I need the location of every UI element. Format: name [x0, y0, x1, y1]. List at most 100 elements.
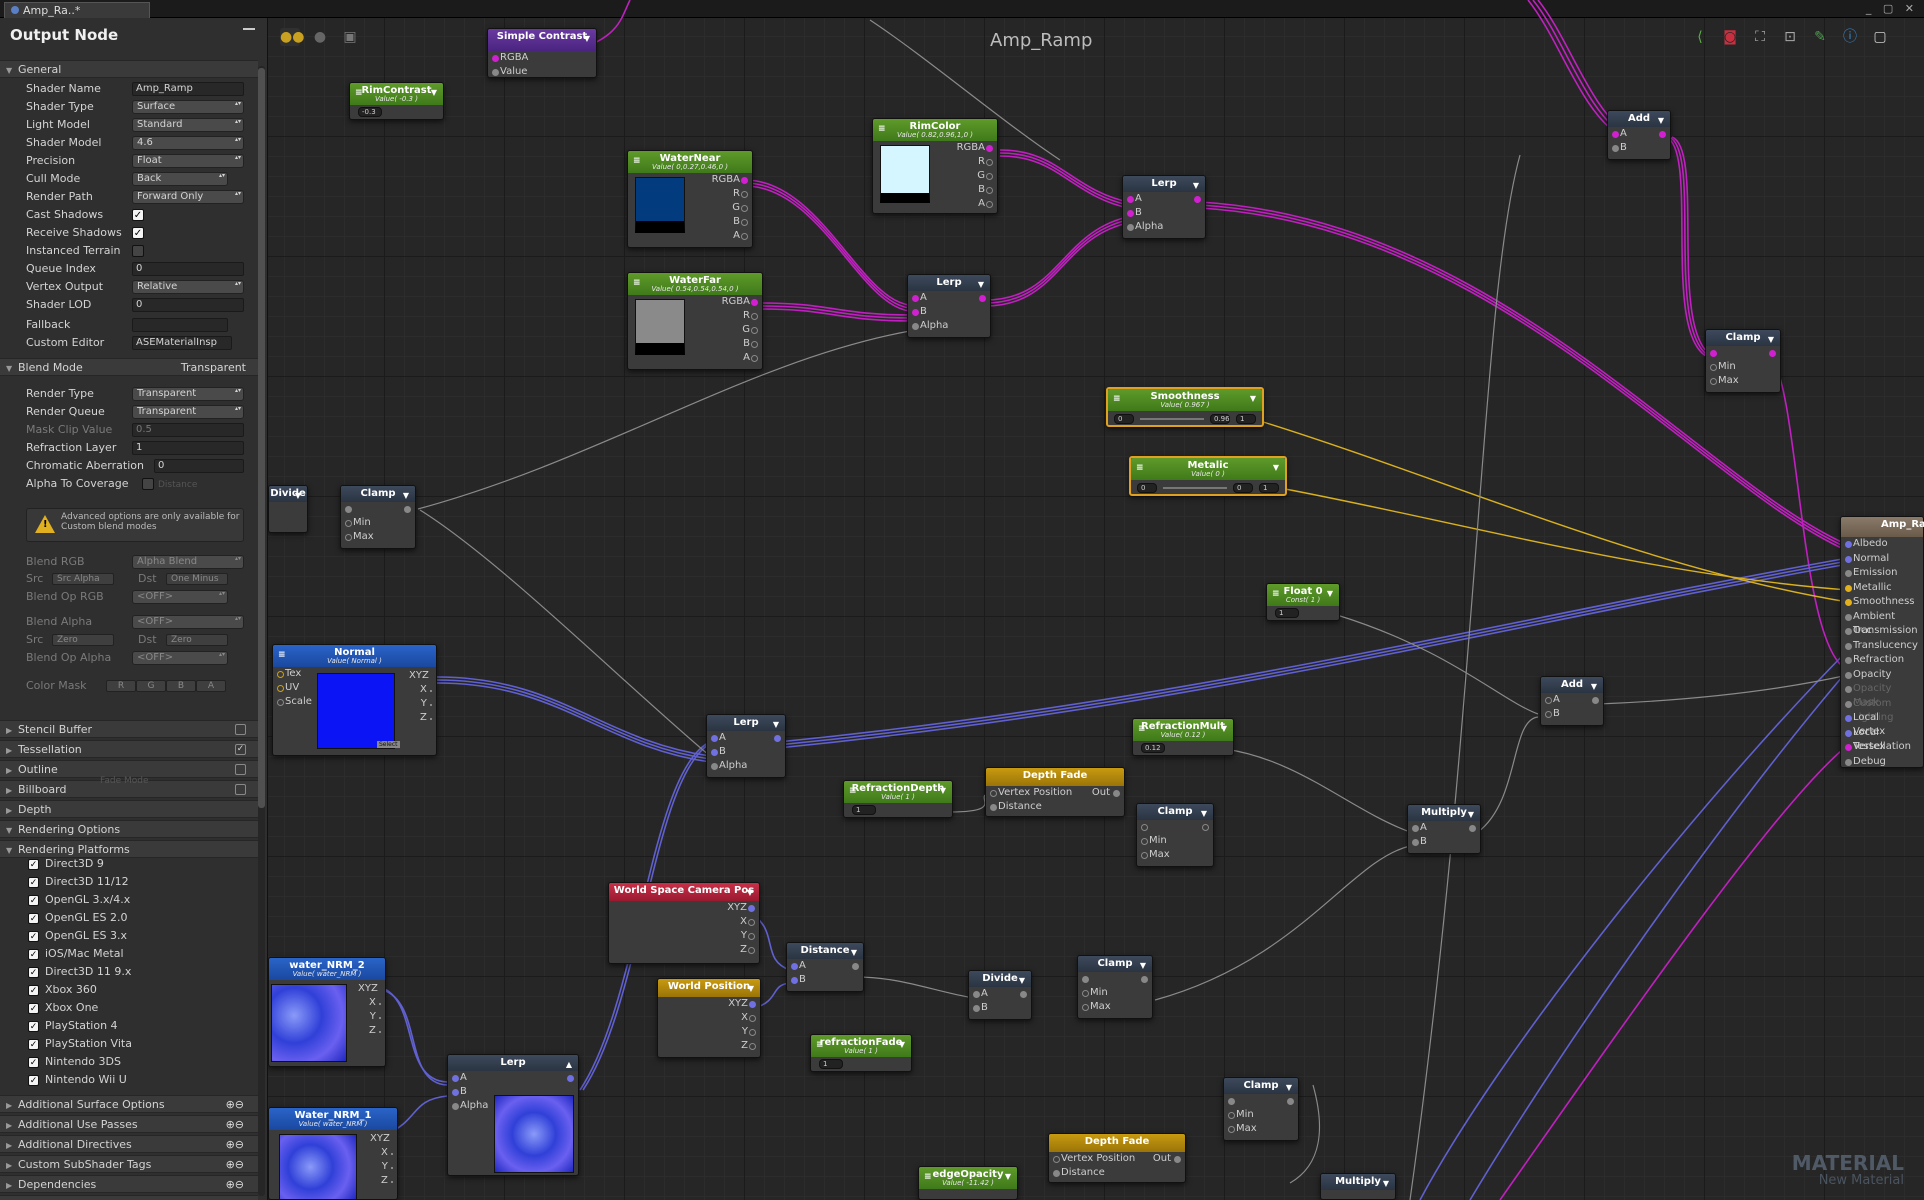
section-rendering-platforms[interactable]: ▼Rendering Platforms: [0, 840, 258, 858]
port-g[interactable]: G: [873, 169, 997, 183]
output-port-smoothness[interactable]: Smoothness: [1841, 595, 1923, 610]
max-field[interactable]: 1: [1236, 414, 1256, 424]
node-metalic[interactable]: ≡Metalic▼Value( 0 ) 0 0 1: [1129, 456, 1287, 496]
port-z[interactable]: Z: [392, 711, 432, 725]
node-lerp-normal[interactable]: Lerp▼ A B Alpha: [706, 714, 786, 778]
port-a[interactable]: A: [1123, 192, 1205, 206]
shader-lod-field[interactable]: 0: [132, 298, 244, 312]
platform-direct3d-11-12[interactable]: ✓Direct3D 11/12: [28, 874, 129, 890]
node-clamp-mid[interactable]: Clamp▼ Min Max: [1136, 803, 1214, 867]
platform-ios-mac-metal[interactable]: ✓iOS/Mac Metal: [28, 946, 124, 962]
section-billboard[interactable]: ▶Billboard: [0, 780, 258, 798]
platform-opengl-es-2-0[interactable]: ✓OpenGL ES 2.0: [28, 910, 127, 926]
port-x[interactable]: X: [658, 1011, 760, 1025]
render-type-dropdown[interactable]: Transparent: [132, 387, 244, 401]
queue-index-field[interactable]: 0: [132, 262, 244, 276]
node-refraction-mult[interactable]: ≡RefractionMult▼Value( 0.12 ) 0.12: [1132, 718, 1234, 756]
add-remove-icons[interactable]: ⊕⊖: [225, 1158, 244, 1171]
port-a[interactable]: A: [1408, 821, 1480, 835]
port-x[interactable]: X: [392, 683, 432, 697]
node-simple-contrast[interactable]: Simple Contrast▼ RGBA Value: [487, 28, 597, 78]
color-swatch[interactable]: [635, 177, 685, 233]
node-float-0[interactable]: ≡Float 0▼Const( 1 ) 1: [1266, 583, 1340, 621]
port-min[interactable]: Min: [1224, 1108, 1298, 1122]
color-mask-b[interactable]: B: [166, 680, 196, 692]
node-lerp-bottom[interactable]: Lerp▲ A B Alpha: [447, 1054, 579, 1176]
port-max[interactable]: Max: [1706, 374, 1780, 388]
chromatic-aberration-field[interactable]: 0: [154, 459, 244, 473]
port-y[interactable]: Y: [341, 1010, 381, 1024]
platform-checkbox[interactable]: ✓: [28, 894, 39, 906]
add-remove-icons[interactable]: ⊕⊖: [225, 1178, 244, 1191]
port-y[interactable]: Y: [392, 697, 432, 711]
node-add-top[interactable]: Add▼ A B: [1607, 110, 1671, 160]
node-multiply-mid[interactable]: Multiply▼ A B: [1407, 804, 1481, 854]
port-alpha[interactable]: Alpha: [908, 319, 990, 333]
info-icon[interactable]: ⓘ: [1843, 29, 1857, 45]
platform-checkbox[interactable]: ✓: [28, 1074, 39, 1086]
value-slider[interactable]: [1163, 487, 1227, 489]
port-r[interactable]: R: [873, 155, 997, 169]
port-b[interactable]: B: [969, 1001, 1031, 1015]
section-dependencies[interactable]: ▶Dependencies⊕⊖: [0, 1175, 258, 1193]
value-field[interactable]: -0.3: [358, 107, 382, 117]
platform-direct3d-9[interactable]: ✓Direct3D 9: [28, 856, 104, 872]
output-port-translucency[interactable]: Translucency: [1841, 639, 1923, 654]
max-field[interactable]: 1: [1259, 483, 1279, 493]
platform-playstation-vita[interactable]: ✓PlayStation Vita: [28, 1036, 132, 1052]
blend-mode-dropdown[interactable]: Transparent: [180, 361, 246, 374]
port-rgba[interactable]: RGBA: [488, 51, 596, 65]
platform-checkbox[interactable]: ✓: [28, 1038, 39, 1050]
color-mask-r[interactable]: R: [106, 680, 136, 692]
render-path-dropdown[interactable]: Forward Only: [132, 190, 244, 204]
port-scale[interactable]: Scale: [273, 695, 436, 709]
platform-checkbox[interactable]: ✓: [28, 876, 39, 888]
vertex-output-dropdown[interactable]: Relative: [132, 280, 244, 294]
port-z[interactable]: Z: [353, 1174, 393, 1188]
port-x[interactable]: X: [609, 915, 759, 929]
port-alpha[interactable]: Alpha: [707, 759, 785, 773]
platform-xbox-360[interactable]: ✓Xbox 360: [28, 982, 97, 998]
color-swatch[interactable]: [880, 145, 930, 203]
output-port-albedo[interactable]: Albedo: [1841, 537, 1923, 552]
port-alpha[interactable]: Alpha: [448, 1099, 578, 1113]
port-a[interactable]: A: [628, 229, 752, 243]
port-a[interactable]: A: [707, 731, 785, 745]
port-g[interactable]: G: [628, 201, 752, 215]
dst-rgb-dropdown[interactable]: One Minus: [166, 573, 228, 585]
precision-dropdown[interactable]: Float: [132, 154, 244, 168]
fit-icon[interactable]: ⊡: [1784, 29, 1796, 45]
node-divide-bottom[interactable]: Divide▼ A B: [968, 970, 1032, 1020]
port-g[interactable]: G: [628, 323, 762, 337]
port-in[interactable]: [1224, 1094, 1298, 1108]
node-rim-contrast[interactable]: ≡RimContrast▼Value( -0.3 ) -0.3: [349, 82, 444, 120]
port-max[interactable]: Max: [341, 530, 415, 544]
blend-op-rgb-dropdown[interactable]: <OFF>: [132, 590, 228, 604]
shader-name-field[interactable]: Amp_Ramp: [132, 82, 244, 96]
blend-alpha-dropdown[interactable]: <OFF>: [132, 615, 244, 629]
node-clamp-left[interactable]: Clamp▼ Min Max: [340, 485, 416, 549]
port-b[interactable]: B: [707, 745, 785, 759]
save-icon[interactable]: ▣: [343, 29, 357, 45]
document-tab[interactable]: Amp_Ra..*: [4, 2, 150, 18]
focus-icon[interactable]: ⛶: [1755, 29, 1765, 45]
port-y[interactable]: Y: [353, 1160, 393, 1174]
port-rgba[interactable]: RGBA: [628, 173, 752, 187]
port-a[interactable]: A: [1608, 127, 1670, 141]
value-field[interactable]: 0: [1233, 483, 1253, 493]
add-remove-icons[interactable]: ⊕⊖: [225, 1098, 244, 1111]
color-mask-a[interactable]: A: [196, 680, 226, 692]
section-toggle-checkbox[interactable]: ✓: [235, 744, 246, 755]
add-remove-icons[interactable]: ⊕⊖: [225, 1138, 244, 1151]
section-toggle-checkbox[interactable]: [235, 784, 246, 795]
port-a[interactable]: A: [787, 959, 863, 973]
output-port-refraction[interactable]: Refraction: [1841, 653, 1923, 668]
output-port-tessellation[interactable]: Tessellation: [1841, 740, 1923, 755]
port-y[interactable]: Y: [658, 1025, 760, 1039]
